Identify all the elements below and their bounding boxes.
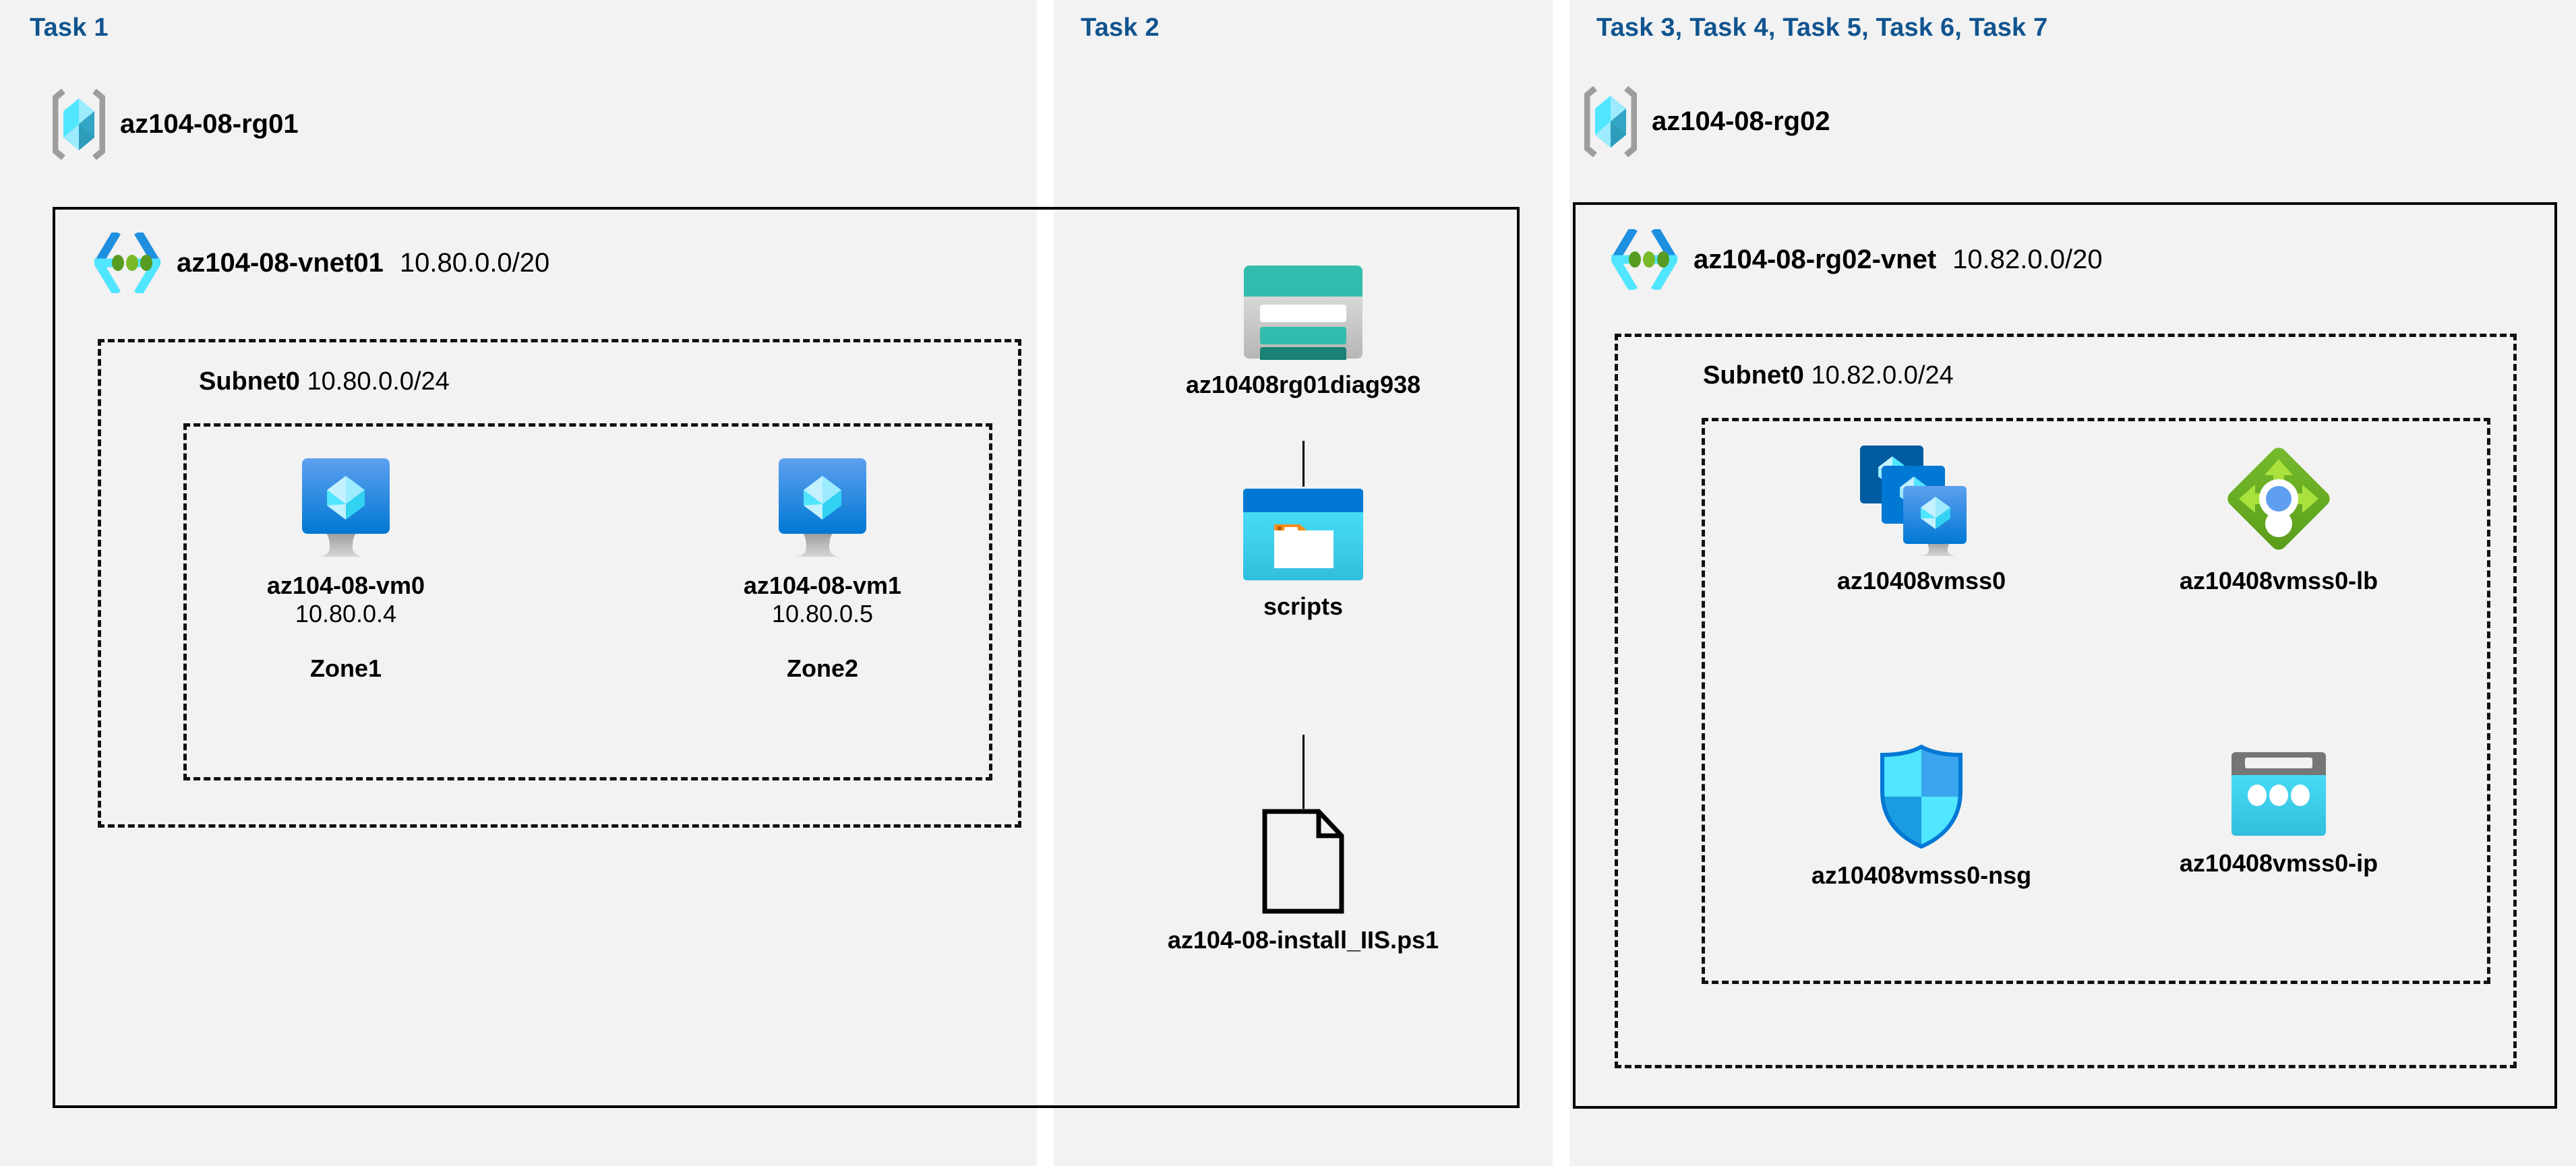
load-balancer-name: az10408vmss0-lb <box>2179 567 2378 594</box>
node-vm1: az104-08-vm1 10.80.0.5 Zone2 <box>681 453 964 683</box>
nsg-name: az10408vmss0-nsg <box>1811 861 2032 889</box>
blob-container-icon <box>1242 487 1365 582</box>
subnet-label-task1: Subnet0 10.80.0.0/24 <box>199 367 450 396</box>
connector-container-to-file <box>1302 735 1305 809</box>
public-ip-name: az10408vmss0-ip <box>2179 849 2378 877</box>
virtual-machine-icon <box>295 453 396 561</box>
resource-group-boundary-inner <box>1702 418 2490 984</box>
subnet-cidr: 10.82.0.0/24 <box>1811 361 1954 390</box>
storage-account-icon <box>1242 264 1364 365</box>
subnet-boundary-task3to7 <box>1615 334 2517 1068</box>
resource-group-name: az104-08-rg02 <box>1652 106 1830 136</box>
panel-task1 <box>0 0 1037 1166</box>
virtual-machine-icon <box>772 453 873 561</box>
node-load-balancer: az10408vmss0-lb <box>2103 441 2454 595</box>
vm-zone: Zone1 <box>309 654 382 682</box>
vnet-name: az104-08-vnet01 <box>177 247 384 278</box>
virtual-network-icon <box>1607 226 1681 293</box>
vmss-name: az10408vmss0 <box>1836 567 2006 594</box>
node-nsg: az10408vmss0-nsg <box>1746 743 2097 890</box>
task-title-1: Task 1 <box>30 13 109 42</box>
script-file-name: az104-08-install_IIS.ps1 <box>1167 926 1439 954</box>
node-vm0: az104-08-vm0 10.80.0.4 Zone1 <box>204 453 487 683</box>
vm-name: az104-08-vm0 <box>266 572 425 599</box>
blob-container-name: scripts <box>1263 592 1344 620</box>
vnet-cidr: 10.80.0.0/20 <box>399 247 550 278</box>
resource-group-label-rg02: az104-08-rg02 <box>1584 86 1830 158</box>
node-script-file: az104-08-install_IIS.ps1 <box>1101 807 1505 954</box>
panel-task2 <box>1054 0 1553 1166</box>
resource-group-label-rg01: az104-08-rg01 <box>52 88 299 160</box>
storage-account-name: az10408rg01diag938 <box>1185 371 1421 398</box>
resource-group-name: az104-08-rg01 <box>120 109 299 139</box>
subnet-label-task3to7: Subnet0 10.82.0.0/24 <box>1703 361 1954 390</box>
subnet-boundary-task1 <box>98 339 1021 828</box>
node-public-ip: az10408vmss0-ip <box>2103 749 2454 878</box>
subnet-cidr: 10.80.0.0/24 <box>307 367 450 396</box>
public-ip-address-icon <box>2229 749 2329 838</box>
vnet-cidr: 10.82.0.0/20 <box>1952 244 2103 274</box>
node-vmss: az10408vmss0 <box>1746 441 2097 595</box>
node-storage-account: az10408rg01diag938 <box>1101 264 1505 399</box>
subnet-name: Subnet0 <box>1703 361 1804 390</box>
resource-group-icon <box>52 88 106 160</box>
connector-storage-to-container <box>1302 441 1305 487</box>
vnet-boundary-vnet01 <box>53 207 1520 1108</box>
vnet-boundary-rg02-vnet <box>1573 202 2557 1109</box>
document-icon <box>1259 807 1347 915</box>
subnet-name: Subnet0 <box>199 367 300 396</box>
vm-ip: 10.80.0.5 <box>771 600 874 628</box>
resource-group-icon <box>1584 86 1638 158</box>
vm-zone: Zone2 <box>786 654 858 682</box>
vnet-name: az104-08-rg02-vnet <box>1694 244 1937 274</box>
vnet-label-rg02: az104-08-rg02-vnet 10.82.0.0/20 <box>1607 226 2103 293</box>
task-title-2: Task 2 <box>1081 13 1160 42</box>
task-title-3to7: Task 3, Task 4, Task 5, Task 6, Task 7 <box>1596 13 2048 42</box>
node-blob-container: scripts <box>1101 487 1505 621</box>
load-balancer-icon <box>2221 441 2336 556</box>
vnet-label-vnet01: az104-08-vnet01 10.80.0.0/20 <box>90 230 550 296</box>
vm-group-boundary-task1 <box>183 423 992 780</box>
vm-scale-set-icon <box>1857 441 1985 556</box>
vm-ip: 10.80.0.4 <box>295 600 397 628</box>
network-security-group-icon <box>1874 743 1969 851</box>
virtual-network-icon <box>90 230 164 296</box>
panel-task3to7 <box>1569 0 2576 1166</box>
vm-name: az104-08-vm1 <box>743 572 902 599</box>
